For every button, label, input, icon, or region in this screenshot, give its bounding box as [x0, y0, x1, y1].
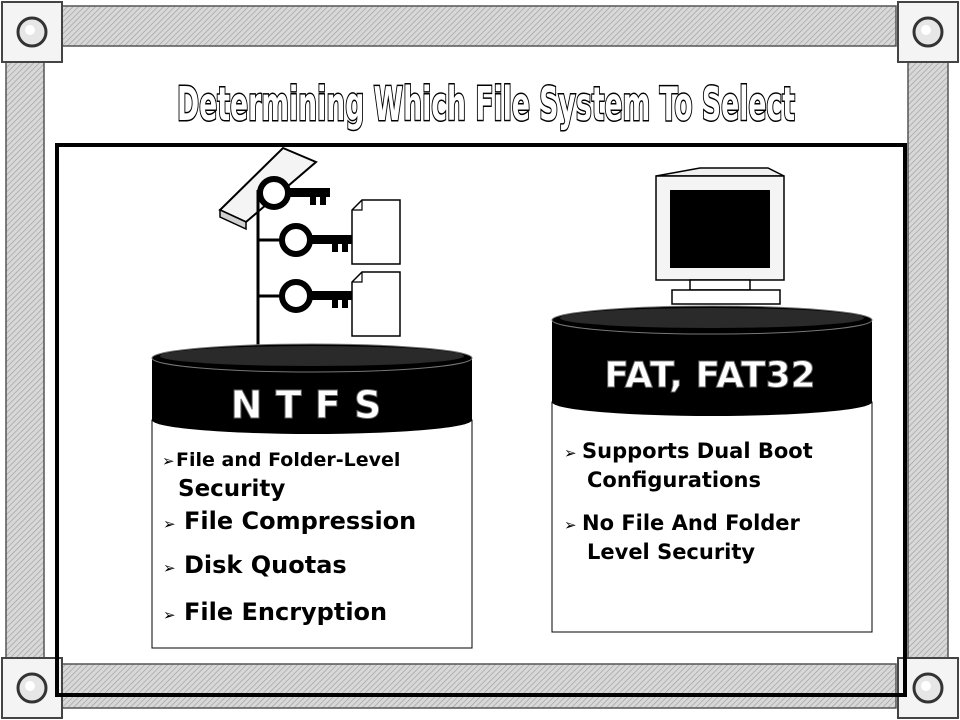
- fat-feature-1-line1: Supports Dual Boot: [582, 439, 813, 463]
- screw-icon: [16, 672, 48, 704]
- bullet-arrow-icon: ➢: [162, 452, 175, 470]
- ntfs-feature-2: File Compression: [184, 507, 417, 535]
- ntfs-feature-1-line1: File and Folder-Level: [176, 449, 401, 471]
- fat-feature-2-line2: Level Security: [587, 540, 756, 564]
- document-icon: [351, 271, 401, 337]
- slide-title: Determining Which File System To Select: [177, 77, 795, 131]
- key-icon: [257, 176, 330, 210]
- fat-feature-1-line2: Configurations: [587, 468, 761, 492]
- screw-icon: [16, 16, 48, 48]
- content-frame: [55, 143, 907, 697]
- key-icon: [279, 223, 352, 257]
- bullet-arrow-icon: ➢: [163, 559, 176, 577]
- ntfs-security-illustration: [218, 146, 401, 346]
- screw-icon: [912, 16, 944, 48]
- bullet-arrow-icon: ➢: [564, 516, 577, 534]
- screw-icon: [912, 672, 944, 704]
- bullet-arrow-icon: ➢: [163, 606, 176, 624]
- key-icon: [279, 279, 352, 313]
- bullet-arrow-icon: ➢: [564, 444, 577, 462]
- fat-disk-icon: [551, 305, 873, 633]
- ntfs-feature-4: File Encryption: [184, 598, 388, 626]
- monitor-icon: [655, 167, 785, 305]
- fat-feature-2-line1: No File And Folder: [582, 511, 800, 535]
- ntfs-disk-icon: [151, 343, 473, 649]
- ntfs-feature-3: Disk Quotas: [184, 551, 347, 579]
- bullet-arrow-icon: ➢: [163, 515, 176, 533]
- fat-label: FAT, FAT32: [604, 355, 815, 396]
- ntfs-label: N T F S: [231, 383, 382, 427]
- document-icon: [351, 199, 401, 265]
- ntfs-feature-1-line2: Security: [178, 476, 286, 502]
